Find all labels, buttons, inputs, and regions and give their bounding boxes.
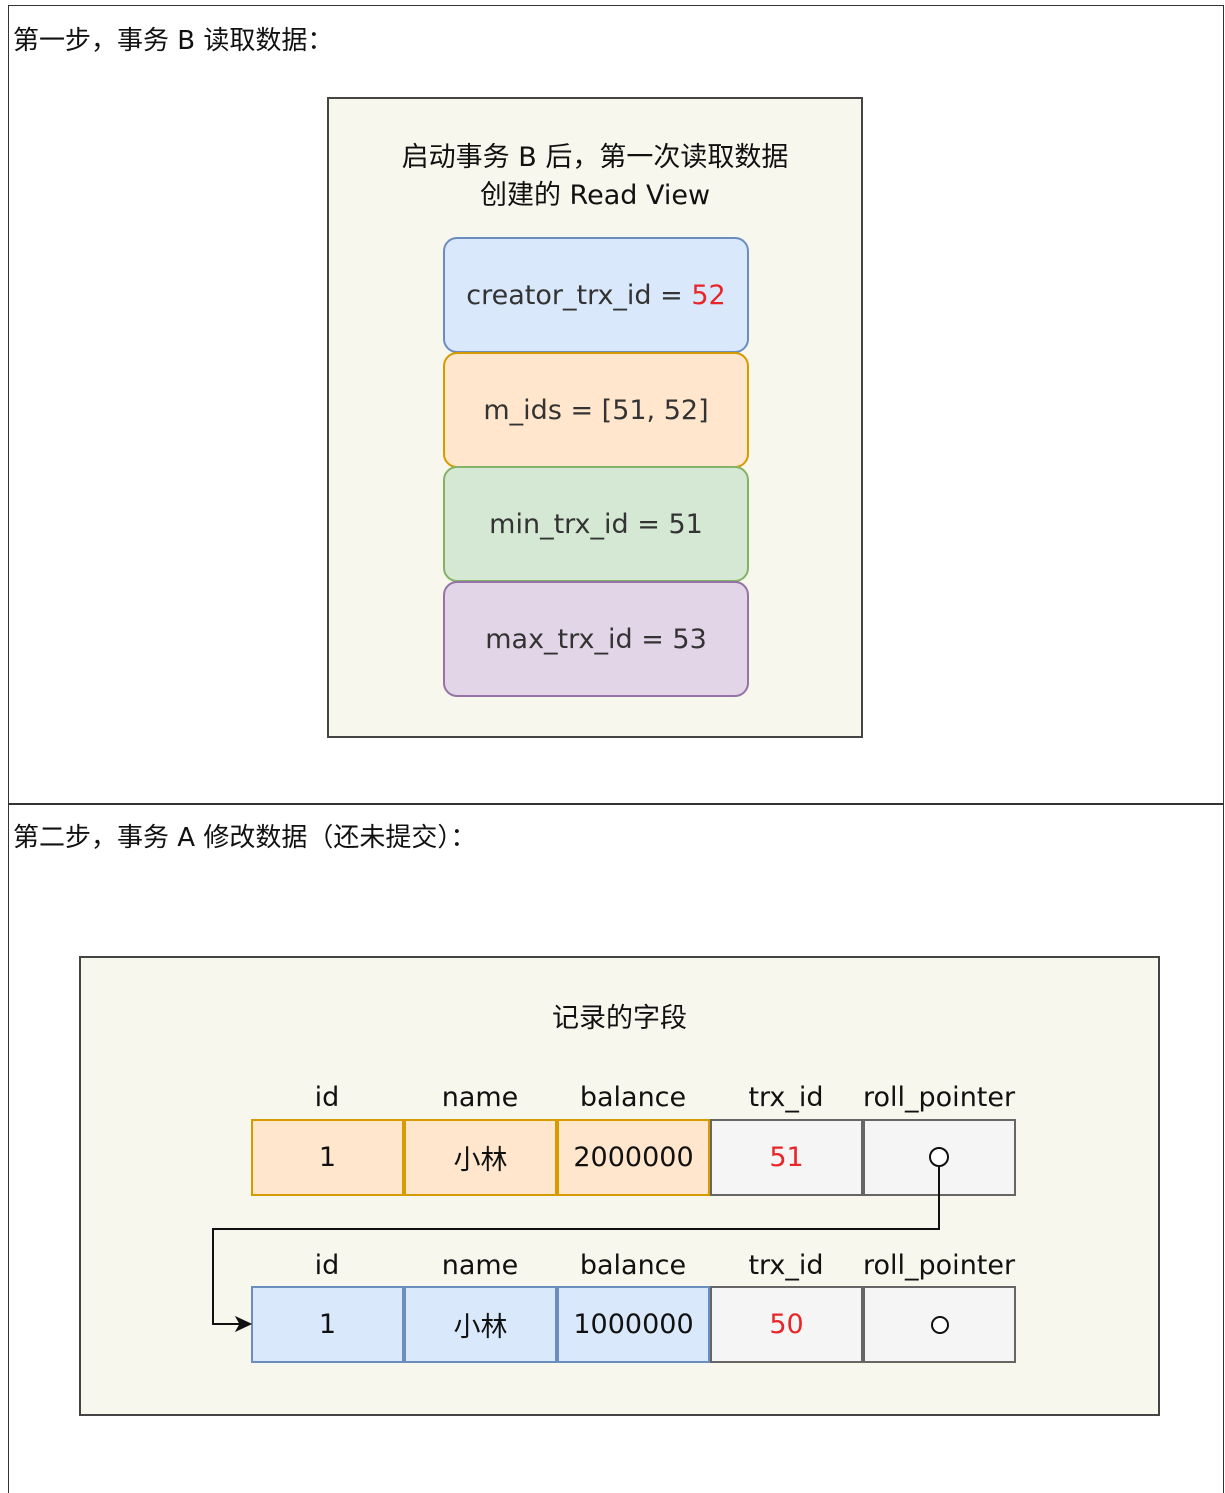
creator-trx-id-value: 52 [691,279,726,311]
max-trx-id-box: max_trx_id = 53 [443,581,749,697]
row1-name-cell: 小林 [404,1119,557,1196]
row1-name: 小林 [453,1145,508,1176]
row2-roll-pointer-circle-icon [930,1315,949,1334]
row2-name: 小林 [453,1312,508,1343]
row2-header-trx-id: trx_id [748,1250,824,1281]
row1-header-roll-pointer: roll_pointer [863,1082,1016,1113]
row2-id: 1 [318,1309,337,1340]
row1-id-cell: 1 [251,1119,404,1196]
row2-trx-id: 50 [769,1309,804,1340]
min-trx-id-text: min_trx_id = 51 [489,508,703,540]
record-fields-title: 记录的字段 [552,1003,687,1034]
row2-header-roll-pointer: roll_pointer [863,1250,1016,1281]
row1-header-name: name [441,1082,519,1113]
read-view-panel: 启动事务 B 后，第一次读取数据 创建的 Read View creator_t… [327,97,863,738]
read-view-title-line2: 创建的 Read View [479,180,711,211]
step2-heading: 第二步，事务 A 修改数据（还未提交）： [13,823,477,853]
m-ids-text: m_ids = [51, 52] [483,394,709,426]
row2-trx-id-cell: 50 [710,1286,863,1363]
row2-header-name: name [441,1250,519,1281]
row2-id-cell: 1 [251,1286,404,1363]
step1-section: 第一步，事务 B 读取数据： [8,5,1224,803]
row1-trx-id-cell: 51 [710,1119,863,1196]
creator-trx-id-label: creator_trx_id = [466,279,692,311]
step1-heading: 第一步，事务 B 读取数据： [13,26,334,56]
min-trx-id-box: min_trx_id = 51 [443,466,749,582]
step2-section: 第二步，事务 A 修改数据（还未提交）： [8,803,1224,1493]
row1-id: 1 [318,1142,337,1173]
row1-balance-cell: 2000000 [557,1119,710,1196]
row2-name-cell: 小林 [404,1286,557,1363]
row2-header-balance: balance [579,1250,687,1281]
row1-header-trx-id: trx_id [748,1082,824,1113]
m-ids-box: m_ids = [51, 52] [443,352,749,468]
read-view-title-line1: 启动事务 B 后，第一次读取数据 [401,142,789,173]
row2-roll-pointer-cell [863,1286,1016,1363]
max-trx-id-text: max_trx_id = 53 [485,623,707,655]
row1-trx-id: 51 [769,1142,804,1173]
creator-trx-id-box: creator_trx_id = 52 [443,237,749,353]
row2-balance-cell: 1000000 [557,1286,710,1363]
row2-header-id: id [314,1250,340,1281]
row2-balance: 1000000 [573,1309,694,1340]
row1-roll-pointer-cell [863,1119,1016,1196]
row1-header-balance: balance [579,1082,687,1113]
row1-balance: 2000000 [573,1142,694,1173]
row1-header-id: id [314,1082,340,1113]
